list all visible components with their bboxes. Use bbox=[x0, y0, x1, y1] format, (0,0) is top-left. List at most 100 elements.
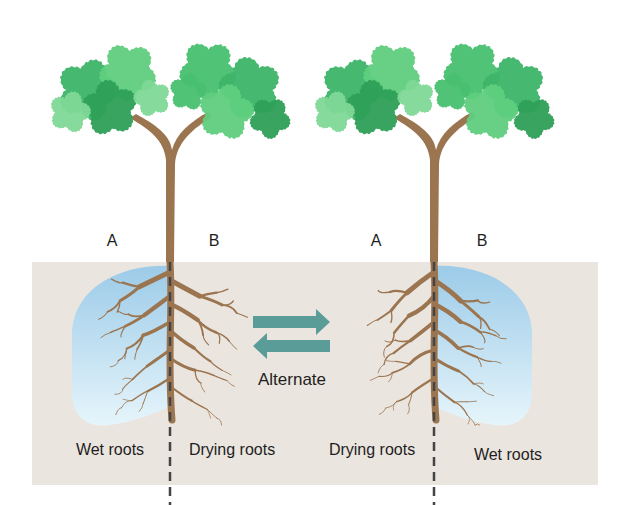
root bbox=[139, 272, 170, 287]
root bbox=[101, 333, 111, 338]
root bbox=[461, 322, 481, 332]
root bbox=[393, 402, 396, 411]
alternate-arrow bbox=[253, 309, 330, 335]
root bbox=[99, 312, 108, 320]
zone-label: Wet roots bbox=[474, 445, 542, 464]
root bbox=[386, 360, 396, 362]
root bbox=[410, 350, 434, 364]
root bbox=[203, 335, 208, 345]
zone-label: Drying roots bbox=[329, 440, 415, 459]
root bbox=[135, 349, 137, 359]
root bbox=[367, 320, 377, 326]
root bbox=[454, 401, 467, 402]
root bbox=[222, 305, 237, 313]
root bbox=[370, 376, 379, 380]
root bbox=[454, 402, 467, 415]
root bbox=[434, 280, 461, 301]
root bbox=[200, 293, 217, 296]
root bbox=[195, 370, 214, 375]
root bbox=[479, 317, 490, 330]
wet-zone bbox=[72, 266, 170, 426]
root bbox=[384, 347, 387, 358]
root bbox=[385, 340, 395, 342]
root bbox=[394, 341, 411, 354]
root bbox=[121, 401, 132, 408]
root bbox=[108, 301, 120, 312]
root bbox=[116, 408, 122, 415]
root bbox=[467, 415, 469, 424]
root bbox=[222, 370, 231, 375]
root bbox=[139, 403, 143, 411]
root bbox=[147, 350, 170, 366]
root bbox=[473, 347, 483, 349]
divider-line bbox=[169, 262, 172, 505]
root bbox=[143, 322, 170, 335]
root bbox=[467, 401, 476, 403]
side-label: A bbox=[371, 231, 382, 250]
leaf bbox=[514, 99, 555, 139]
roots bbox=[99, 262, 507, 425]
root bbox=[434, 304, 461, 322]
root bbox=[237, 313, 248, 317]
root bbox=[201, 383, 205, 392]
root bbox=[434, 330, 458, 348]
leaf bbox=[464, 84, 518, 139]
root bbox=[194, 348, 210, 361]
root bbox=[387, 333, 394, 347]
root bbox=[390, 291, 407, 293]
root bbox=[123, 379, 133, 389]
root bbox=[412, 378, 434, 392]
root bbox=[390, 311, 392, 323]
root bbox=[170, 280, 200, 296]
root bbox=[192, 401, 208, 410]
root bbox=[207, 409, 216, 418]
root bbox=[128, 314, 144, 316]
zone-label: Drying roots bbox=[189, 440, 275, 459]
leaf bbox=[397, 79, 433, 116]
root bbox=[434, 358, 459, 371]
leaf bbox=[346, 80, 401, 135]
root bbox=[408, 405, 410, 414]
root bbox=[496, 336, 507, 339]
root bbox=[120, 287, 139, 301]
leaf bbox=[133, 79, 169, 116]
root bbox=[127, 335, 143, 348]
root bbox=[118, 349, 126, 361]
side-label: B bbox=[209, 231, 220, 250]
divider-line bbox=[433, 262, 436, 505]
root bbox=[143, 391, 147, 403]
root bbox=[396, 361, 410, 364]
leaf bbox=[51, 92, 91, 133]
trunk bbox=[130, 112, 212, 262]
root bbox=[229, 341, 237, 349]
trunk bbox=[394, 112, 476, 262]
root bbox=[475, 424, 480, 425]
arrow-label: Alternate bbox=[258, 370, 326, 390]
root bbox=[222, 301, 233, 305]
root bbox=[170, 386, 192, 401]
root bbox=[195, 370, 201, 383]
root bbox=[170, 358, 195, 370]
root bbox=[216, 333, 220, 344]
root bbox=[118, 311, 129, 315]
root bbox=[474, 382, 484, 384]
root bbox=[378, 291, 390, 293]
vines bbox=[51, 44, 554, 262]
root bbox=[125, 315, 144, 326]
root bbox=[115, 389, 123, 394]
root bbox=[477, 357, 481, 367]
root bbox=[458, 346, 473, 348]
root bbox=[200, 296, 222, 305]
side-label: A bbox=[107, 231, 118, 250]
root bbox=[214, 375, 227, 380]
root bbox=[133, 366, 148, 379]
leaf bbox=[170, 73, 206, 110]
leaf bbox=[250, 99, 291, 139]
root bbox=[378, 311, 392, 320]
root bbox=[123, 399, 132, 401]
leaf bbox=[200, 84, 254, 139]
root bbox=[379, 408, 385, 414]
root bbox=[198, 320, 203, 335]
